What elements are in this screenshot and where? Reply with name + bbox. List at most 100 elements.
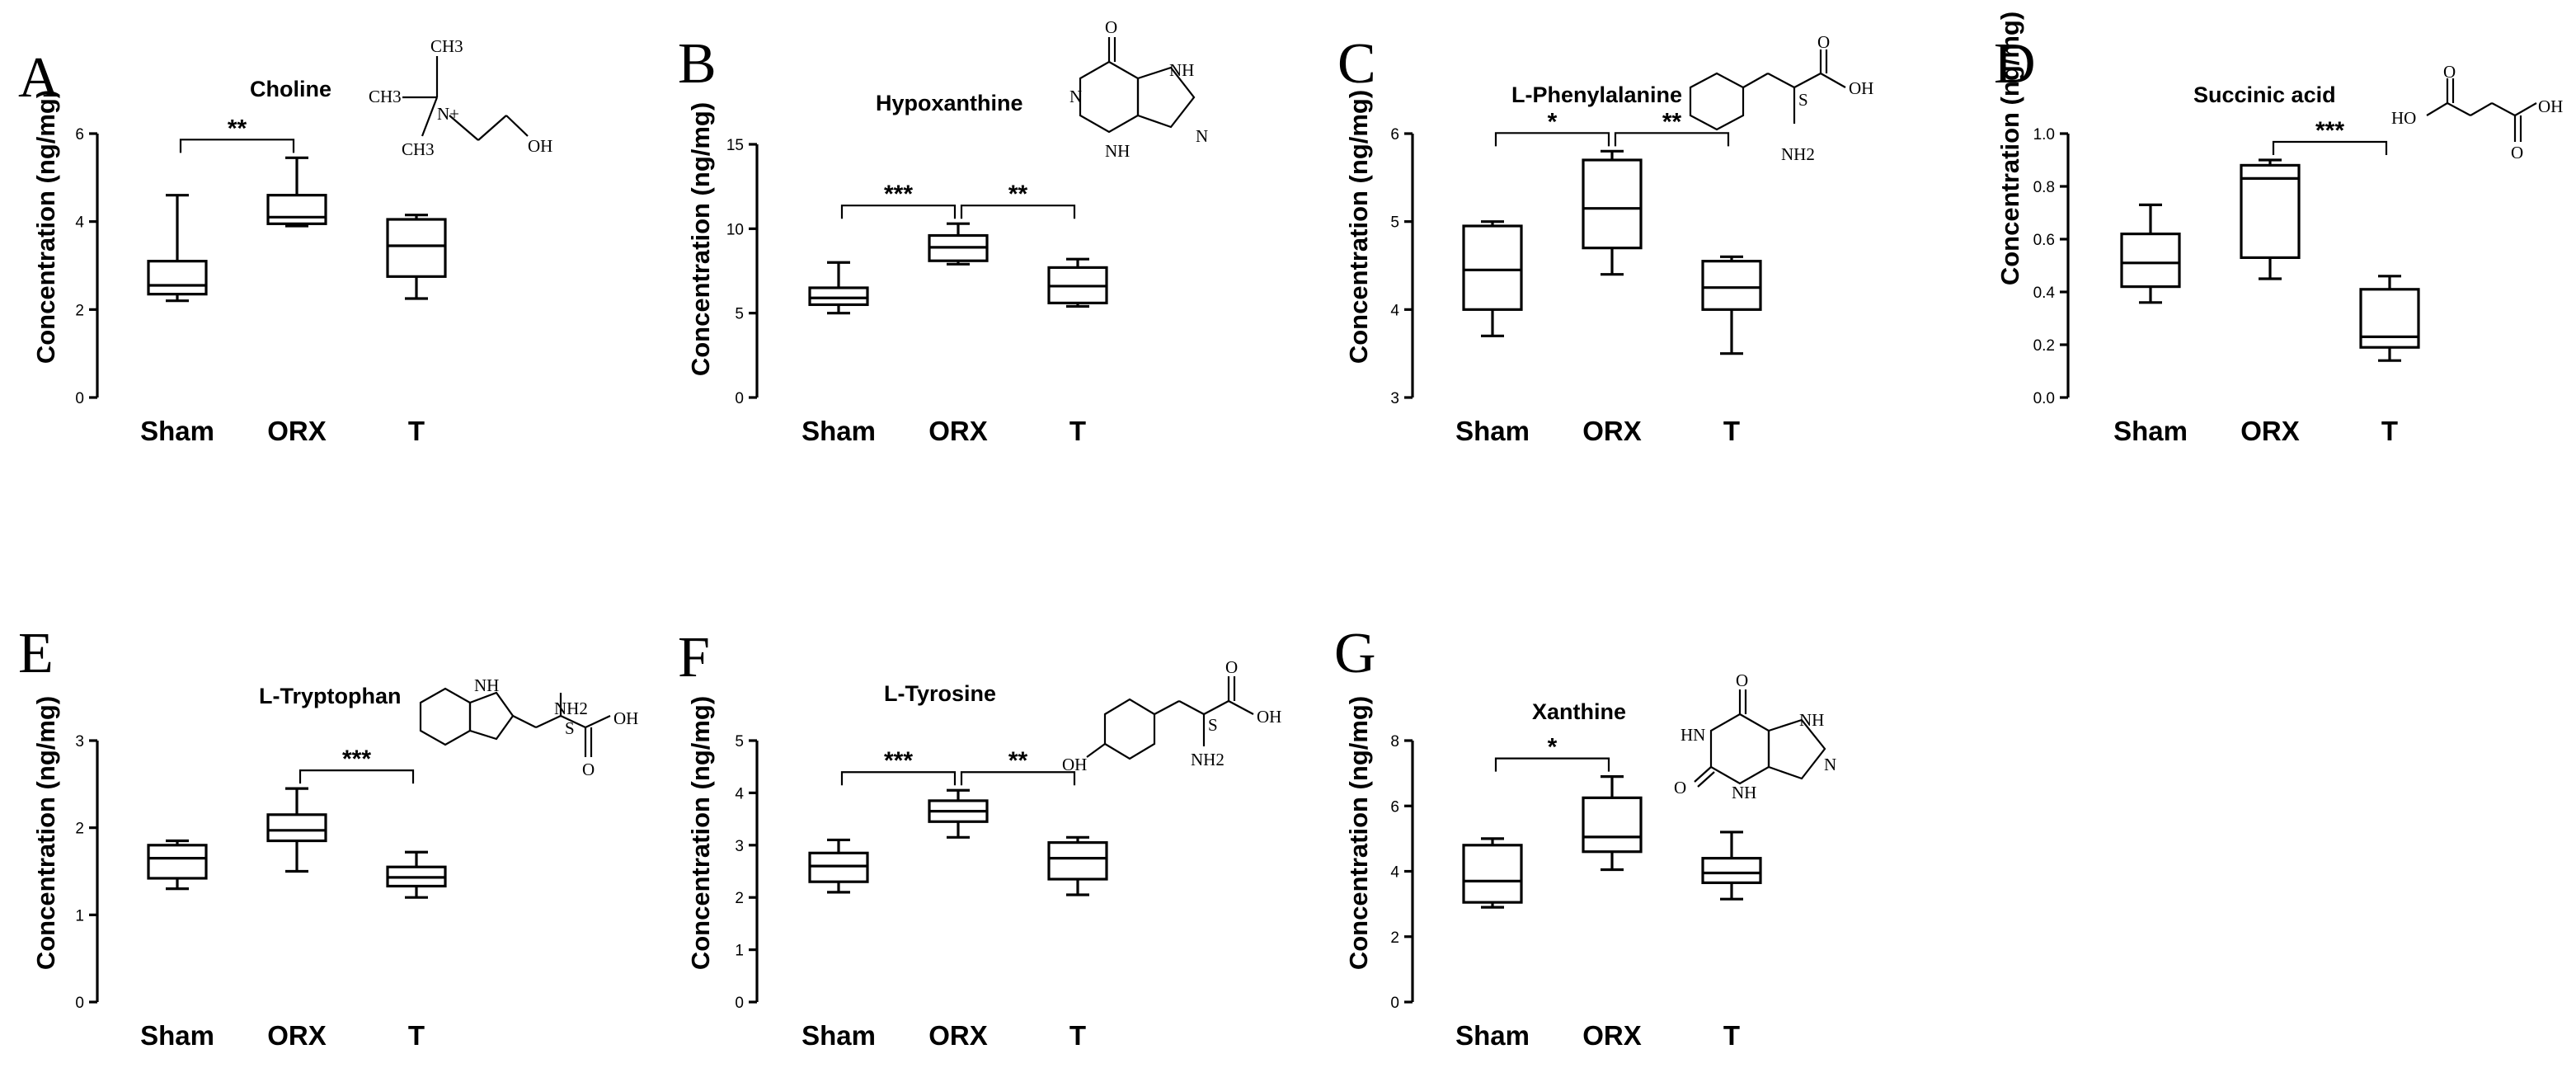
x-tick-label: T xyxy=(1069,416,1086,446)
x-tick-label: Sham xyxy=(2113,416,2188,446)
chem-label: S xyxy=(1798,90,1808,110)
box-iqr xyxy=(1701,260,1762,311)
significance-label: *** xyxy=(342,746,371,773)
y-tick-label: 0 xyxy=(1390,995,1399,1012)
panel-b: B Hypoxanthine Concentration (ng/mg) 051… xyxy=(678,17,1208,446)
chem-label: S xyxy=(1208,715,1218,735)
chem-label: NH xyxy=(1732,783,1756,802)
significance-bracket xyxy=(840,771,957,786)
y-tick-label: 4 xyxy=(735,785,744,802)
chem-label: OH xyxy=(1257,707,1281,727)
significance-label: *** xyxy=(884,181,913,208)
significance-bracket xyxy=(960,205,1076,219)
y-tick-label: 15 xyxy=(726,137,744,154)
box-iqr xyxy=(147,260,208,296)
y-axis-label: Concentration (ng/mg) xyxy=(1344,696,1373,970)
chem-label: OH xyxy=(1849,78,1873,98)
y-tick-label: 0.0 xyxy=(2033,390,2055,407)
y-tick-label: 10 xyxy=(726,221,744,238)
x-tick-label: T xyxy=(408,416,425,446)
box-iqr xyxy=(1582,158,1643,250)
box-iqr xyxy=(1047,841,1108,881)
box-iqr xyxy=(2359,288,2420,349)
y-tick-label: 5 xyxy=(735,733,744,750)
y-tick-label: 1 xyxy=(75,907,84,925)
y-tick-label: 2 xyxy=(1390,929,1399,947)
y-tick-label: 8 xyxy=(1390,733,1399,750)
y-tick-label: 3 xyxy=(735,838,744,855)
chart-title: Hypoxanthine xyxy=(876,91,1023,115)
chart-title: Choline xyxy=(250,77,331,101)
significance-label: ** xyxy=(1008,747,1028,774)
y-axis-label: Concentration (ng/mg) xyxy=(1344,90,1373,364)
y-axis-label: Concentration (ng/mg) xyxy=(1995,12,2024,285)
chem-label: O xyxy=(582,760,595,779)
x-tick-label: Sham xyxy=(801,1020,876,1051)
x-tick-label: Sham xyxy=(801,416,876,446)
chem-label: O xyxy=(1105,17,1117,37)
significance-bracket xyxy=(960,771,1076,786)
xanthine-structure: O NH HN N O NH xyxy=(1674,670,1836,802)
hypoxanthine-structure: O NH N N NH xyxy=(1069,17,1208,161)
x-tick-label: T xyxy=(1723,1020,1740,1051)
significance-bracket xyxy=(2272,140,2388,155)
x-tick-label: Sham xyxy=(140,416,214,446)
panel-g: G Xanthine Concentration (ng/mg) 02468Sh… xyxy=(1334,622,1836,1051)
y-tick-label: 4 xyxy=(1390,864,1399,882)
panel-letter: D xyxy=(1994,32,2036,96)
chem-label: OH xyxy=(2538,96,2563,116)
chem-label: O xyxy=(2511,143,2523,162)
chart-title: L-Phenylalanine xyxy=(1511,82,1682,107)
chart-title: L-Tryptophan xyxy=(259,684,401,708)
y-tick-label: 5 xyxy=(735,306,744,323)
panel-letter: A xyxy=(18,46,60,110)
y-tick-label: 0 xyxy=(75,390,84,407)
y-tick-label: 2 xyxy=(735,890,744,907)
phenylalanine-structure: O OH NH2 S xyxy=(1689,32,1873,164)
x-tick-label: T xyxy=(1069,1020,1086,1051)
box-iqr xyxy=(266,813,327,843)
y-tick-label: 1 xyxy=(735,943,744,960)
chem-label: HO xyxy=(2391,108,2416,128)
y-tick-label: 0 xyxy=(735,995,744,1012)
x-tick-label: ORX xyxy=(267,416,327,446)
chem-label: NH xyxy=(1799,710,1824,730)
y-tick-label: 3 xyxy=(75,733,84,750)
panel-letter: E xyxy=(18,622,54,685)
x-tick-label: ORX xyxy=(1582,1020,1642,1051)
x-tick-label: T xyxy=(408,1020,425,1051)
chem-label: O xyxy=(1817,32,1830,52)
chem-label: N+ xyxy=(437,104,459,124)
chem-label: NH2 xyxy=(554,699,588,718)
chem-label: S xyxy=(565,718,575,738)
chem-label: HN xyxy=(1681,725,1705,745)
y-tick-label: 0.6 xyxy=(2033,232,2055,249)
chem-label: N xyxy=(1069,87,1082,106)
panel-f: F L-Tyrosine Concentration (ng/mg) 01234… xyxy=(678,626,1281,1051)
chem-label: OH xyxy=(1062,755,1087,774)
panel-letter: B xyxy=(678,32,717,96)
x-tick-label: Sham xyxy=(1455,416,1530,446)
y-tick-label: 6 xyxy=(1390,126,1399,143)
y-tick-label: 0 xyxy=(75,995,84,1012)
y-tick-label: 6 xyxy=(1390,798,1399,816)
panel-c: C L-Phenylalanine Concentration (ng/mg) … xyxy=(1337,32,1873,446)
box-iqr xyxy=(386,218,447,278)
box-iqr xyxy=(147,844,208,880)
chart-title: L-Tyrosine xyxy=(884,681,996,706)
chem-label: N xyxy=(1196,126,1208,146)
y-tick-label: 3 xyxy=(1390,390,1399,407)
panel-letter: G xyxy=(1334,622,1376,685)
box-iqr xyxy=(808,286,869,307)
x-tick-label: ORX xyxy=(1582,416,1642,446)
y-tick-label: 2 xyxy=(75,302,84,319)
panel-letter: F xyxy=(678,626,710,689)
panel-d: D Succinic acid Concentration (ng/mg) 0.… xyxy=(1994,12,2563,446)
